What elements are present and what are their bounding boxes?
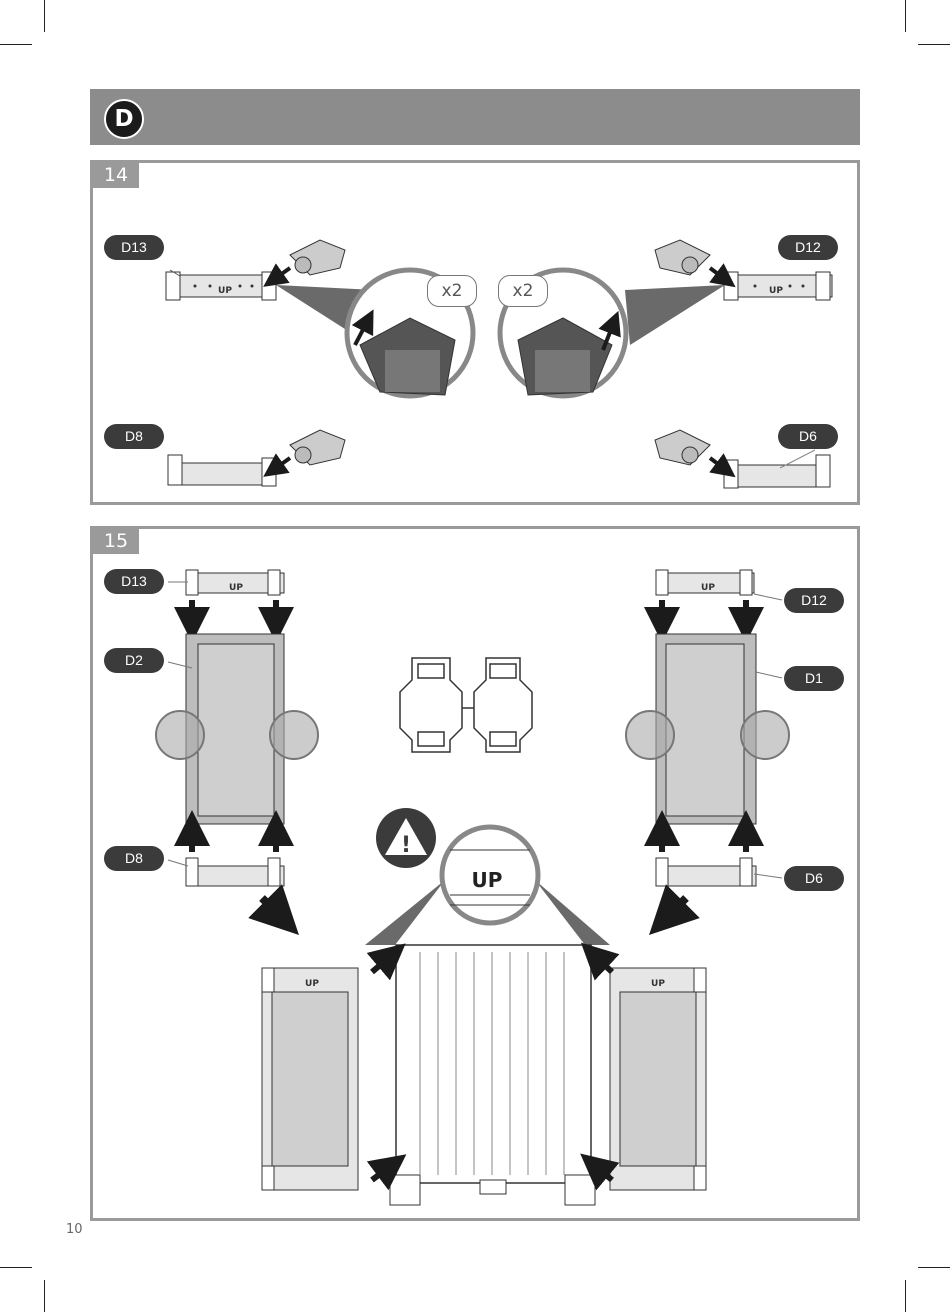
assembled-side-panel-right: UP xyxy=(610,968,706,1190)
arrow-icon xyxy=(666,898,686,918)
connector-clips xyxy=(400,658,532,752)
svg-text:UP: UP xyxy=(651,979,665,989)
svg-text:UP: UP xyxy=(229,583,243,593)
rail-d6-step15 xyxy=(656,858,756,886)
svg-text:UP: UP xyxy=(769,286,783,296)
arrow-icon xyxy=(262,898,282,918)
quantity-badge: x2 xyxy=(427,275,477,307)
shed-base-assembly xyxy=(390,945,595,1205)
arrow-icon xyxy=(372,1165,392,1180)
page-number: 10 xyxy=(66,1222,83,1237)
svg-text:UP: UP xyxy=(218,286,232,296)
quantity-badge: x2 xyxy=(498,275,548,307)
part-label-d8: D8 xyxy=(104,424,164,449)
part-label-d13: D13 xyxy=(104,235,164,260)
warning-triangle-icon: ! xyxy=(376,808,436,868)
part-label-d12: D12 xyxy=(778,235,838,260)
svg-text:UP: UP xyxy=(701,583,715,593)
part-label-d1: D1 xyxy=(784,666,844,691)
arrow-icon xyxy=(594,955,612,972)
svg-text:!: ! xyxy=(401,833,411,858)
arrow-icon xyxy=(372,955,392,972)
part-label-d8: D8 xyxy=(104,846,164,871)
part-label-d6: D6 xyxy=(778,424,838,449)
part-label-d13: D13 xyxy=(104,569,164,594)
rail-clip-icon xyxy=(273,240,345,280)
svg-text:UP: UP xyxy=(305,979,319,989)
rail-d8-step15 xyxy=(186,858,284,886)
rail-d13-step14: UP xyxy=(166,270,276,300)
arrow-icon xyxy=(594,1165,612,1180)
rail-d13-step15: UP xyxy=(186,570,284,595)
rail-d12-step15: UP xyxy=(656,570,754,595)
svg-text:UP: UP xyxy=(472,868,503,892)
panel-d2 xyxy=(156,634,318,824)
part-label-d2: D2 xyxy=(104,648,164,673)
assembled-side-panel-left: UP xyxy=(262,968,358,1190)
rail-d8-step14 xyxy=(168,430,345,486)
part-label-d6: D6 xyxy=(784,866,844,891)
panel-d1 xyxy=(626,634,789,824)
part-label-d12: D12 xyxy=(784,588,844,613)
